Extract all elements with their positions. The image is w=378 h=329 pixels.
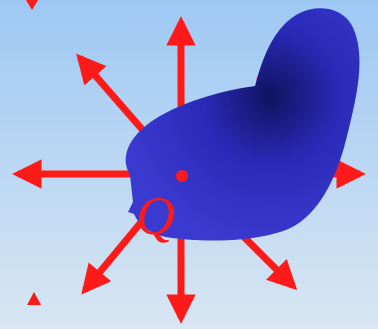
point-q-label: Q	[136, 186, 175, 246]
point-q	[176, 170, 188, 182]
